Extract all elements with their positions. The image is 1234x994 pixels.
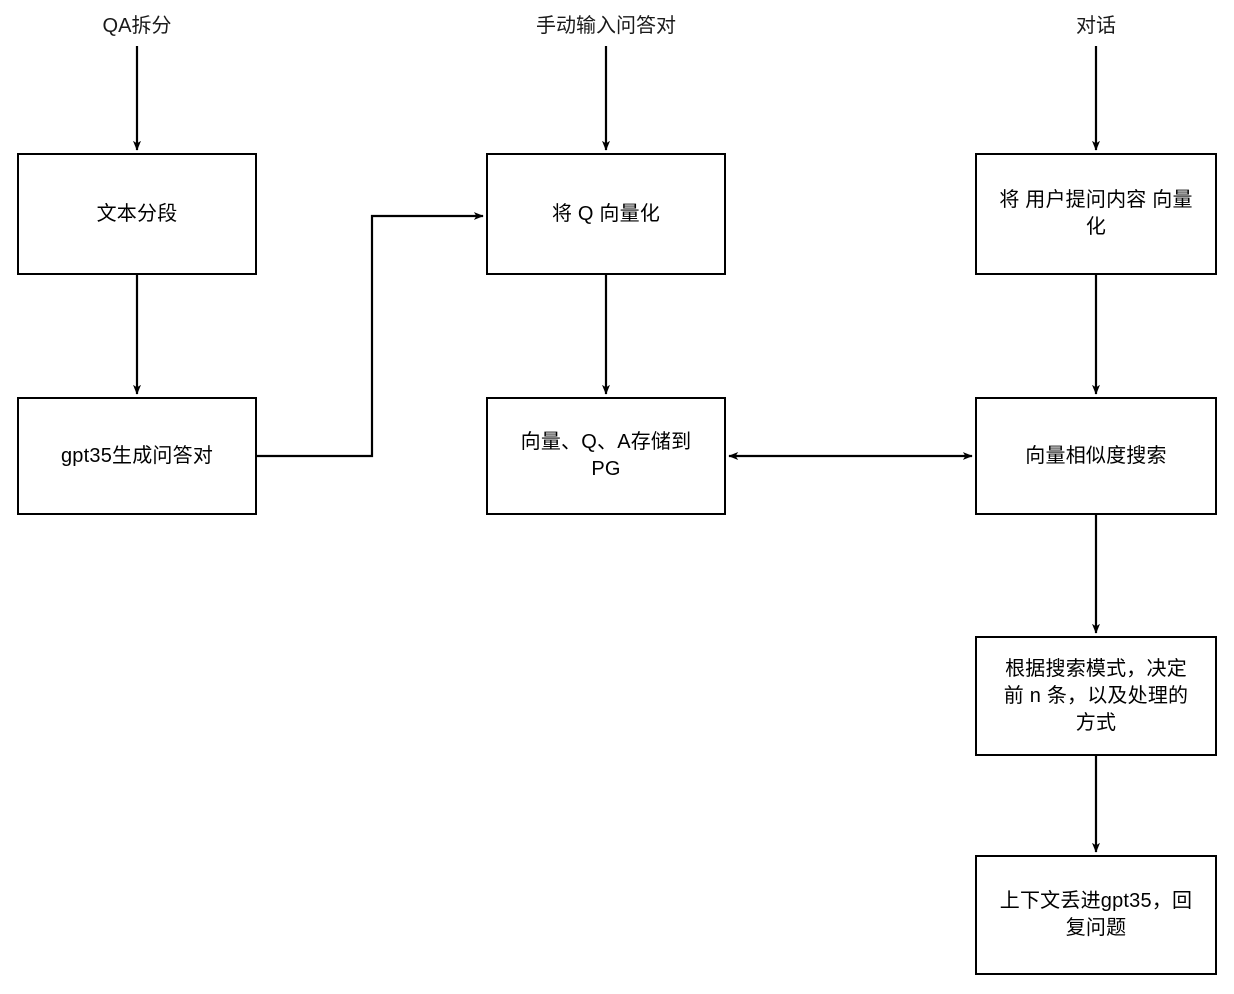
arrow-gpt35-to-vectorize-question <box>257 212 484 458</box>
entry-label-dialog: 对话 <box>1076 15 1116 37</box>
node-text-segmentation[interactable]: 文本分段 <box>17 153 257 275</box>
entry-label-qa-split: QA拆分 <box>102 15 172 37</box>
node-context-to-gpt35-reply[interactable]: 上下文丢进gpt35，回 复问题 <box>975 855 1217 975</box>
node-gpt35-generate-qa-pairs[interactable]: gpt35生成问答对 <box>17 397 257 515</box>
node-vector-similarity-search[interactable]: 向量相似度搜索 <box>975 397 1217 515</box>
node-vectorize-user-question[interactable]: 将 用户提问内容 向量 化 <box>975 153 1217 275</box>
node-store-vector-q-a-to-pg[interactable]: 向量、Q、A存储到 PG <box>486 397 726 515</box>
node-vectorize-question[interactable]: 将 Q 向量化 <box>486 153 726 275</box>
node-decide-top-n-by-search-mode[interactable]: 根据搜索模式，决定 前 n 条，以及处理的 方式 <box>975 636 1217 756</box>
entry-label-manual-input: 手动输入问答对 <box>536 15 676 37</box>
